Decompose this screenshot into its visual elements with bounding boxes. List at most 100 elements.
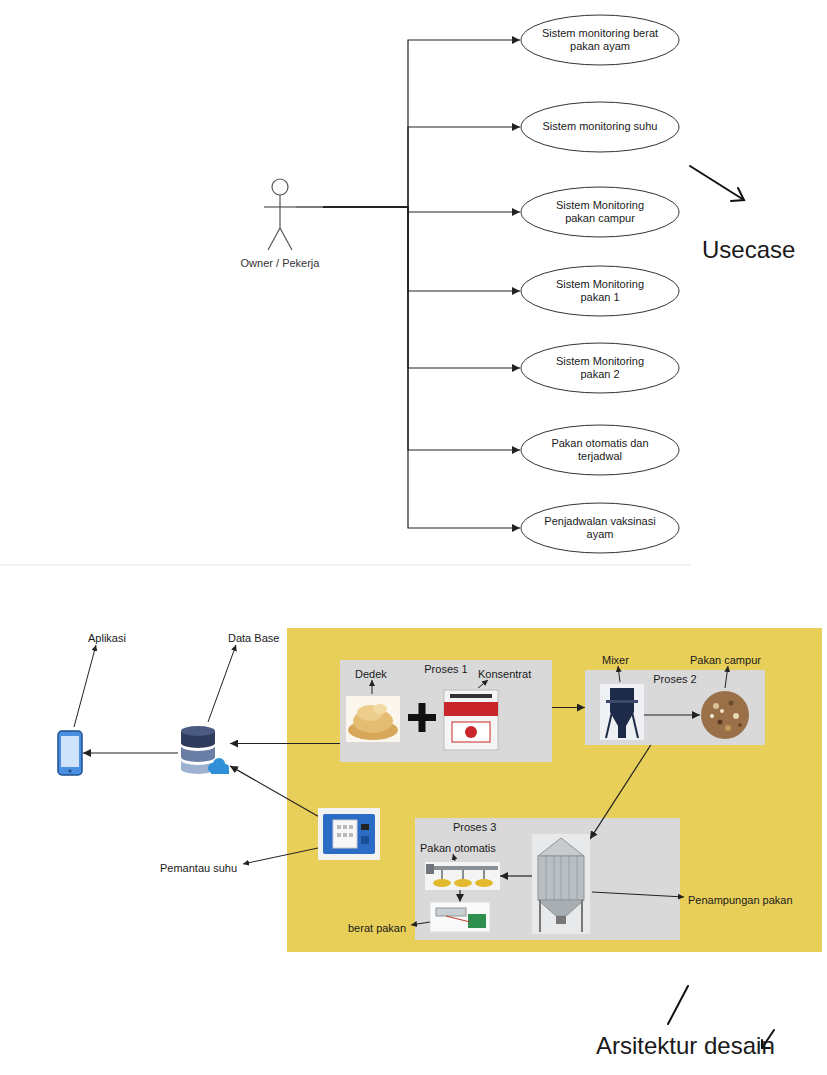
actor-figure — [264, 179, 296, 250]
pointer-arrow — [690, 166, 744, 201]
connector-arrow — [83, 752, 178, 753]
mixed-feed-image — [718, 720, 723, 725]
phone-icon — [68, 769, 71, 772]
temperature-sensor-image — [337, 833, 341, 837]
ellipse-outline — [521, 15, 679, 65]
connector-arrow — [323, 40, 520, 207]
silo-image — [554, 856, 555, 900]
plus-sign — [408, 703, 436, 732]
pointer-arrow — [731, 188, 744, 201]
silo-image — [539, 900, 541, 932]
load-cell-image — [446, 916, 470, 922]
leader-line — [243, 848, 318, 864]
section-caption: Usecase — [702, 236, 795, 265]
connector-arrow — [323, 207, 520, 368]
use-case-ellipse: Sistem Monitoring pakan 1 — [520, 265, 680, 317]
temperature-sensor-image — [343, 833, 347, 837]
database-icon — [211, 768, 229, 774]
temperature-sensor-image — [318, 808, 380, 860]
node-label: Pakan campur — [690, 654, 761, 667]
node-label: Pemantau suhu — [160, 862, 237, 875]
node-label: Pakan otomatis dan terjadwal — [541, 437, 659, 463]
database-icon — [181, 731, 215, 748]
connector-arrow — [590, 745, 651, 839]
auto-feeder-image — [441, 870, 443, 879]
auto-feeder-image — [433, 879, 451, 887]
connector-arrow — [323, 207, 520, 291]
temperature-sensor-image — [333, 820, 357, 848]
node-label: Proses 3 — [415, 818, 680, 834]
connector-arrow — [230, 743, 340, 744]
silo-image — [556, 916, 566, 924]
use-case-ellipse: Sistem Monitoring pakan campur — [520, 186, 680, 238]
load-cell-image — [430, 902, 490, 932]
leader-line — [618, 666, 620, 682]
load-cell-image — [468, 914, 486, 928]
yellow-band — [287, 628, 822, 952]
database-icon — [213, 758, 225, 770]
concentrate-bag-image — [465, 726, 477, 738]
node-label: Penjadwalan vaksinasi ayam — [541, 515, 659, 541]
mixer-image — [606, 700, 638, 703]
auto-feeder-image — [462, 870, 464, 879]
node-label: Pakan otomatis — [420, 842, 496, 855]
mixed-feed-image — [729, 701, 734, 706]
concentrate-bag-image — [444, 702, 498, 716]
leader-line — [725, 666, 728, 688]
temperature-sensor-image — [349, 825, 353, 829]
node-label: berat pakan — [348, 922, 406, 935]
auto-feeder-image — [427, 866, 498, 870]
image-callout: berat pakan — [430, 902, 490, 932]
silo-image — [538, 838, 584, 856]
auto-feeder-image — [475, 879, 493, 887]
process-box: Dedek KonsentratProses 1 — [340, 660, 552, 762]
node-label: Sistem monitoring berat pakan ayam — [541, 27, 659, 53]
actor-stub-line — [296, 206, 323, 207]
node-label: Sistem Monitoring pakan 1 — [541, 278, 659, 304]
concentrate-bag-image — [444, 690, 498, 750]
node-label: Proses 1 — [340, 660, 552, 676]
use-case-ellipse: Pakan otomatis dan terjadwal — [520, 424, 680, 476]
mixer-image — [600, 684, 644, 740]
node-label: Dedek — [355, 668, 387, 681]
image-callout: Dedek — [346, 696, 400, 742]
connector-arrow — [323, 127, 520, 207]
auto-feeder-image — [425, 862, 500, 890]
leader-line — [592, 892, 684, 897]
ellipse-outline — [521, 425, 679, 475]
database-icon — [181, 746, 215, 762]
silo-image — [561, 856, 562, 900]
silo-image — [532, 834, 590, 934]
auto-feeder-image — [425, 862, 500, 890]
process-box: MixerPakan campurProses 2 — [585, 670, 765, 745]
auto-feeder-image — [426, 864, 434, 874]
rice-bran-image — [373, 704, 387, 714]
image-callout: Pakan otomatis — [425, 862, 500, 890]
rice-bran-image — [357, 705, 383, 721]
silo-image — [538, 856, 584, 900]
leader-line — [372, 680, 373, 694]
node-label: Sistem monitoring suhu — [541, 120, 659, 133]
mixed-feed-image — [710, 714, 714, 718]
temperature-sensor-image — [361, 824, 369, 830]
leader-line — [208, 645, 236, 722]
mixed-feed-image — [733, 713, 739, 719]
node-label: Konsentrat — [478, 668, 531, 681]
temperature-sensor-image — [361, 836, 369, 844]
database-icon — [181, 726, 215, 736]
node-label: Mixer — [602, 654, 629, 667]
concentrate-bag-image — [450, 694, 492, 698]
leader-line — [411, 922, 430, 925]
image-callout: Data Base — [178, 725, 230, 777]
image-callout: Aplikasi — [57, 730, 83, 776]
leader-line — [74, 645, 96, 727]
silo-image — [581, 900, 583, 932]
mixed-feed-image — [738, 723, 742, 727]
phone-icon — [58, 731, 82, 775]
connector-arrow — [644, 714, 700, 715]
rice-bran-image — [346, 696, 400, 742]
use-case-ellipse: Penjadwalan vaksinasi ayam — [520, 502, 680, 554]
auto-feeder-image — [483, 870, 485, 879]
